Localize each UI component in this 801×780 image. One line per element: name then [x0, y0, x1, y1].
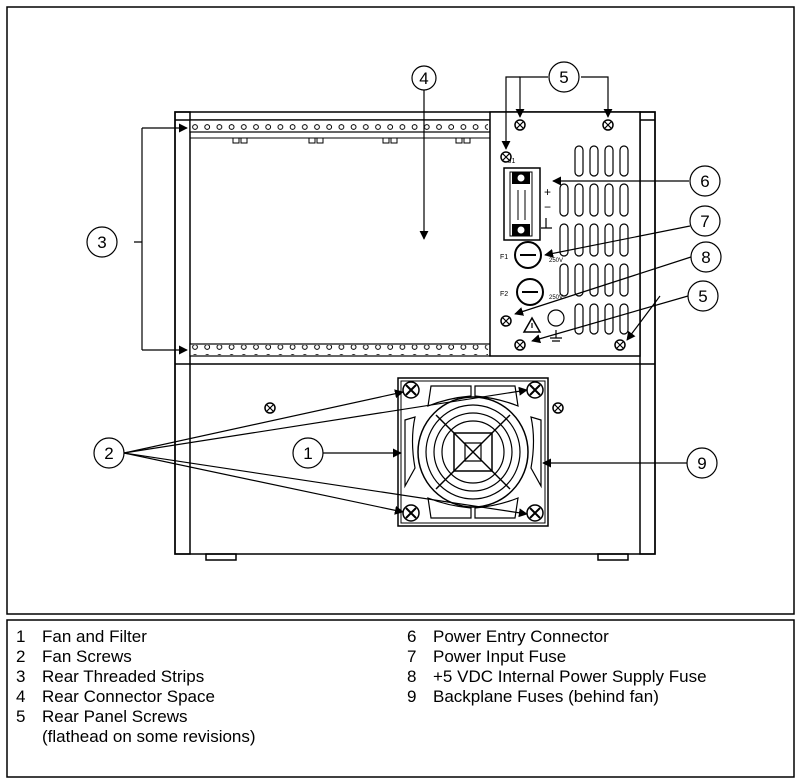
power-panel: J1 + − F1 250V F2 250V: [489, 111, 641, 357]
legend-text: Power Input Fuse: [433, 647, 567, 666]
callout-4: 4: [411, 65, 437, 91]
j1-label: J1: [508, 158, 516, 165]
fan-screw-bottom-left: [402, 504, 420, 522]
legend-number: 2: [16, 647, 26, 666]
fan-screw-top-left: [402, 381, 420, 399]
panel-screw-top-right: [602, 119, 614, 131]
svg-text:8: 8: [701, 248, 710, 267]
leader-2: [123, 389, 404, 454]
ground-stud: [547, 309, 565, 327]
fan-screw-top-right: [526, 381, 544, 399]
legend-item: 3 Rear Threaded Strips: [16, 667, 204, 687]
callout-1: 1: [292, 437, 324, 469]
foot-right: [597, 553, 629, 561]
legend-text: Rear Threaded Strips: [42, 667, 205, 686]
legend-text: Fan Screws: [42, 647, 132, 666]
power-entry-connector: J1 + −: [503, 158, 552, 241]
legend-item: 7 Power Input Fuse: [407, 647, 566, 667]
legend-text: Rear Panel Screws: [42, 707, 188, 726]
svg-text:1: 1: [303, 444, 312, 463]
legend-number: 1: [16, 627, 26, 646]
figure-frame: [6, 6, 795, 615]
legend-text: Power Entry Connector: [433, 627, 609, 646]
legend-number: 3: [16, 667, 26, 686]
leader-lines: [123, 76, 692, 518]
fuse-f2: F2 250V: [500, 278, 563, 306]
legend-text: Rear Connector Space: [42, 687, 215, 706]
callout-3: 3: [86, 226, 118, 258]
legend-number: 4: [16, 687, 26, 706]
fuse-f1-label: F1: [500, 254, 508, 261]
connector-tabs: [232, 137, 471, 144]
fuse-f1-rating: 250V: [549, 258, 563, 264]
leader-3: [134, 128, 143, 350]
leader-8: [514, 256, 692, 316]
legend-text: +5 VDC Internal Power Supply Fuse: [433, 667, 707, 686]
panel-screw-bottom-left: [514, 339, 526, 351]
left-rail: [174, 111, 191, 555]
panel-screw-mid-left: [500, 315, 512, 327]
callout-5-top: 5: [548, 61, 580, 93]
svg-text:9: 9: [697, 454, 706, 473]
threaded-strip-bottom: [189, 343, 491, 357]
svg-text:7: 7: [700, 212, 709, 231]
legend-number: 7: [407, 647, 417, 666]
panel-screw-j1: [500, 151, 512, 163]
leader-7: [544, 225, 691, 258]
legend-number: 6: [407, 627, 417, 646]
legend-item: 4 Rear Connector Space: [16, 687, 215, 707]
legend-text: Fan and Filter: [42, 627, 147, 646]
fan-screw-bottom-right: [526, 504, 544, 522]
screws: [264, 119, 626, 522]
panel-screw-bottom-right: [614, 339, 626, 351]
legend-number: 9: [407, 687, 417, 706]
legend-item: 8 +5 VDC Internal Power Supply Fuse: [407, 667, 707, 687]
svg-text:5: 5: [698, 287, 707, 306]
legend-item: 6 Power Entry Connector: [407, 627, 609, 647]
svg-text:6: 6: [700, 172, 709, 191]
svg-text:4: 4: [419, 69, 428, 88]
svg-text:3: 3: [97, 233, 106, 252]
legend-frame: [6, 619, 795, 778]
callout-5-bottom: 5: [687, 280, 719, 312]
legend-text: Backplane Fuses (behind fan): [433, 687, 659, 706]
chassis-screw-right: [552, 402, 564, 414]
callout-2: 2: [93, 437, 125, 469]
callout-9: 9: [686, 447, 718, 479]
chassis-screw-left: [264, 402, 276, 414]
svg-text:5: 5: [559, 68, 568, 87]
legend-item: 1 Fan and Filter: [16, 627, 147, 647]
legend-number: 8: [407, 667, 417, 686]
fan-assembly: [397, 377, 549, 527]
fuse-f2-label: F2: [500, 291, 508, 298]
panel-screw-top-left: [514, 119, 526, 131]
minus-label: −: [544, 200, 551, 214]
callout-8: 8: [690, 241, 722, 273]
foot-left: [205, 553, 237, 561]
callouts: 4 5 3 6 7 8 5 2 1 9: [86, 61, 722, 479]
fuse-f2-rating: 250V: [549, 295, 563, 301]
legend-item: 5 Rear Panel Screws (flathead on some rev…: [16, 707, 256, 747]
fuse-f1: F1 250V: [500, 241, 563, 269]
callout-6: 6: [689, 165, 721, 197]
legend-number: 5: [16, 707, 26, 726]
callout-7: 7: [689, 205, 721, 237]
leader-5-top: [515, 76, 548, 118]
legend-item: 2 Fan Screws: [16, 647, 132, 667]
leader-5-bottom: [531, 295, 689, 344]
legend: 1 Fan and Filter 2 Fan Screws 3 Rear Thread…: [6, 621, 801, 780]
plus-label: +: [544, 185, 551, 199]
legend-subtext: (flathead on some revisions): [42, 727, 256, 746]
legend-item: 9 Backplane Fuses (behind fan): [407, 687, 659, 707]
svg-text:2: 2: [104, 444, 113, 463]
